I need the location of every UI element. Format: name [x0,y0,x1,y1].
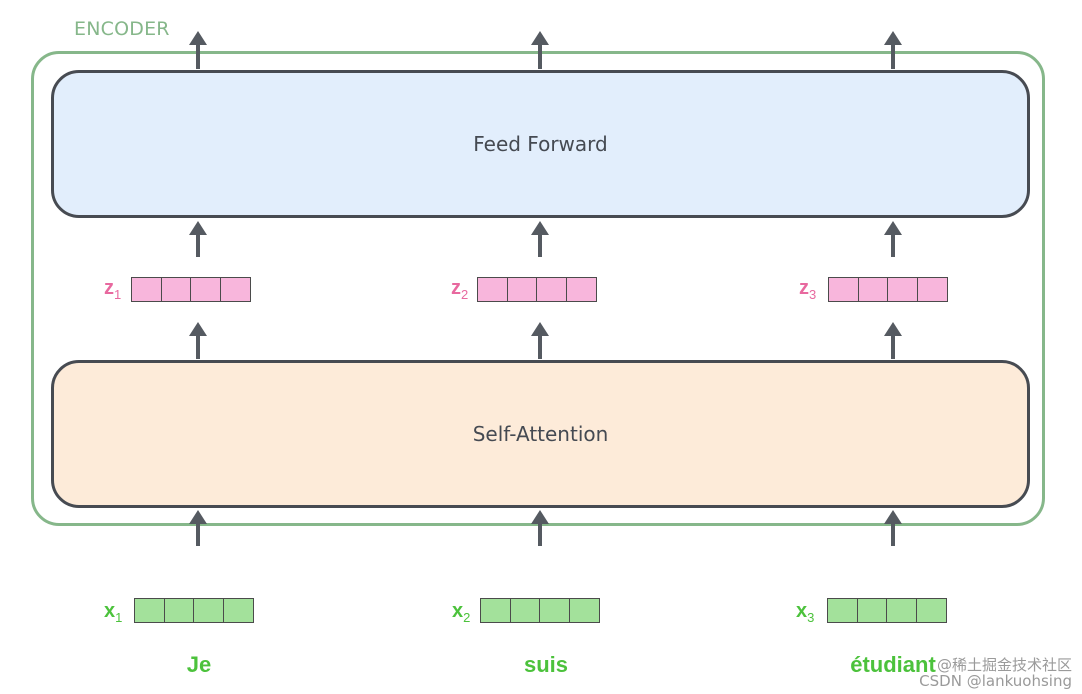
z-vector-3 [828,277,948,302]
x-to-attn-arrow-1 [189,510,207,546]
vector-cell [160,277,192,302]
feed-forward-block: Feed Forward [51,70,1030,218]
vector-cell [190,277,221,302]
vector-cell [134,598,165,623]
z-label-2: z2 [451,277,469,302]
z-vector-2 [477,277,597,302]
self-attention-label: Self-Attention [472,422,609,446]
vector-cell [828,277,859,302]
attn-to-z-arrow-2 [531,322,549,359]
vector-cell [480,598,511,623]
vector-cell [222,598,254,623]
vector-cell [477,277,508,302]
z-label-1: z1 [104,277,122,302]
x-label-3: x3 [796,600,815,625]
x-vector-2 [480,598,600,623]
self-attention-block: Self-Attention [51,360,1030,508]
vector-cell [131,277,162,302]
x-label-2: x2 [452,600,471,625]
feed-forward-label: Feed Forward [473,132,608,156]
encoder-label: ENCODER [74,18,170,40]
word-suis: suis [523,652,569,677]
vector-cell [163,598,195,623]
x-vector-3 [827,598,947,623]
vector-cell [827,598,858,623]
z-to-ffn-arrow-1 [189,221,207,257]
vector-cell [568,598,600,623]
attn-to-z-arrow-1 [189,322,207,359]
vector-cell [509,598,541,623]
watermark-line-2: CSDN @lankuohsing [919,672,1072,690]
z-vector-1 [131,277,251,302]
vector-cell [887,277,918,302]
vector-cell [886,598,917,623]
vector-cell [506,277,538,302]
vector-cell [916,277,948,302]
vector-cell [219,277,251,302]
word-etudiant: étudiant [850,652,936,677]
output-arrow-2 [531,31,549,69]
vector-cell [857,277,889,302]
vector-cell [915,598,947,623]
word-je: Je [186,652,212,677]
watermark-line-1: @稀土掘金技术社区 [936,656,1072,674]
z-to-ffn-arrow-3 [884,221,902,257]
vector-cell [565,277,597,302]
x-vector-1 [134,598,254,623]
z-to-ffn-arrow-2 [531,221,549,257]
vector-cell [856,598,888,623]
vector-cell [539,598,570,623]
x-to-attn-arrow-3 [884,510,902,546]
vector-cell [536,277,567,302]
z-label-3: z3 [799,277,817,302]
attn-to-z-arrow-3 [884,322,902,359]
x-to-attn-arrow-2 [531,510,549,546]
output-arrow-1 [189,31,207,69]
x-label-1: x1 [104,600,123,625]
vector-cell [193,598,224,623]
output-arrow-3 [884,31,902,69]
